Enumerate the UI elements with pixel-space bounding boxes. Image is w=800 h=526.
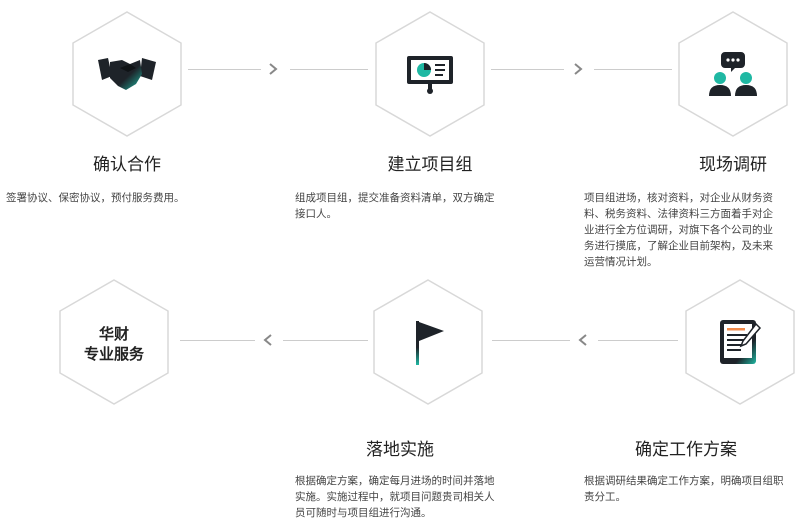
connector-line (491, 69, 564, 70)
final-hex-service: 华财 专业服务 (58, 278, 170, 406)
chevron-right-icon (269, 63, 278, 75)
step-description: 根据调研结果确定工作方案，明确项目组职责分工。 (584, 475, 784, 503)
presentation-board-icon (407, 56, 453, 94)
connector-line (594, 69, 672, 70)
consultation-people-icon (709, 52, 757, 96)
document-edit-icon (720, 320, 762, 364)
final-label-line2: 专业服务 (83, 345, 144, 363)
flag-icon (416, 321, 444, 365)
step-title: 建立项目组 (387, 155, 473, 175)
chevron-right-icon (574, 63, 583, 75)
handshake-icon (98, 58, 156, 90)
step-title: 现场调研 (699, 155, 767, 175)
chevron-left-icon (263, 334, 272, 346)
step-title: 落地实施 (366, 440, 434, 460)
step-description: 根据确定方案，确定每月进场的时间并落地实施。实施过程中，就项目问题贵司相关人员可… (295, 475, 495, 519)
hexagon-frame (59, 279, 169, 405)
step-description: 项目组进场，核对资料，对企业从财务资料、税务资料、法律资料三方面着手对企业进行全… (584, 192, 773, 268)
connector-line (492, 340, 570, 341)
connector-line (290, 69, 368, 70)
connector-line (283, 340, 368, 341)
connector-line (598, 340, 678, 341)
connector-line (188, 69, 261, 70)
step-title: 确定工作方案 (635, 440, 737, 460)
chevron-left-icon (578, 334, 587, 346)
hexagon-frame (678, 11, 788, 137)
step-hex-implement (372, 278, 484, 406)
step-title: 确认合作 (93, 155, 161, 175)
step-description: 签署协议、保密协议，预付服务费用。 (6, 192, 185, 204)
step-hex-survey (677, 10, 789, 138)
step-hex-plan (684, 278, 796, 406)
step-description: 组成项目组，提交准备资料清单，双方确定接口人。 (295, 192, 495, 220)
step-hex-build-team (374, 10, 486, 138)
final-label-line1: 华财 (98, 325, 129, 343)
hexagon-frame (373, 279, 483, 405)
connector-line (180, 340, 255, 341)
step-hex-confirm (71, 10, 183, 138)
